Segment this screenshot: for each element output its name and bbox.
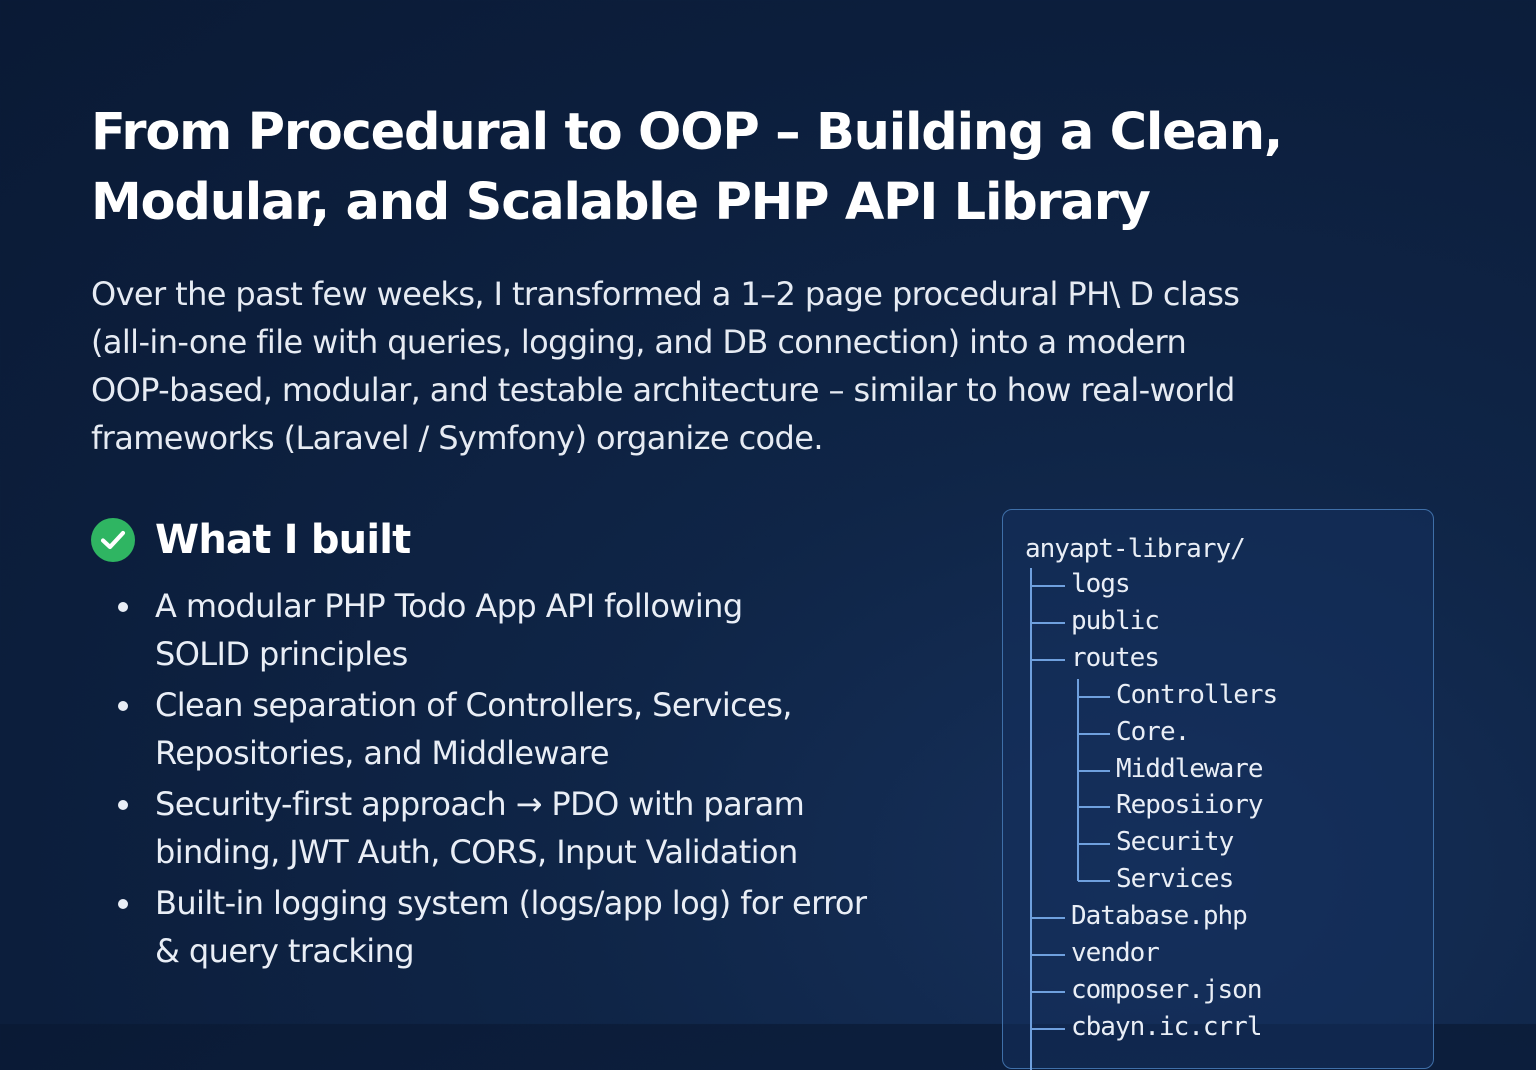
tree-branch-line [1078,732,1110,735]
tree-branch-line [1078,769,1110,772]
list-item-line: A modular PHP Todo App API following [155,587,743,625]
tree-item-logs: logs [1071,569,1131,599]
list-item: Built-in logging system (logs/app log) f… [112,879,932,975]
list-item: Security-first approach → PDO with param… [112,780,932,876]
tree-branch-line [1031,917,1065,920]
intro-line-3: OOP-based, modular, and testable archite… [91,371,1235,409]
tree-branch-line [1078,880,1110,883]
intro-paragraph: Over the past few weeks, I transformed a… [91,270,1351,462]
tree-branch-line [1031,621,1065,624]
intro-line-2: (all-in-one file with queries, logging, … [91,323,1187,361]
tree-item-cbayn-ic-crrl: cbayn.ic.crrl [1071,1011,1262,1042]
list-item-line: & query tracking [155,932,415,970]
tree-subfolder-security: Security [1116,827,1234,858]
intro-line-1: Over the past few weeks, I transformed a… [91,275,1240,313]
list-item-line: binding, JWT Auth, CORS, Input Validatio… [155,833,798,871]
tree-trunk-line [1030,568,1032,1070]
tree-branch-line [1078,806,1110,809]
tree-subfolder-controllers: Controllers [1116,679,1278,710]
tree-branch-line [1031,990,1065,993]
intro-line-4: frameworks (Laravel / Symfony) organize … [91,419,824,457]
title-line-2: Modular, and Scalable PHP API Library [91,173,1151,232]
tree-subfolder-middleware: Middleware [1116,753,1264,784]
bullet-dot [118,602,128,612]
list-item-line: Repositories, and Middleware [155,734,610,772]
tree-branch-line [1031,1027,1065,1030]
section-heading: What I built [91,512,411,568]
section-title: What I built [155,517,411,563]
bullet-dot [118,701,128,711]
title-line-1: From Procedural to OOP – Building a Clea… [91,103,1283,162]
tree-root-label: anyapt-library/ [1025,534,1246,564]
bullet-dot [118,899,128,909]
list-item: Clean separation of Controllers, Service… [112,681,932,777]
list-item-line: Built-in logging system (logs/app log) f… [155,884,867,922]
tree-subfolder-core-: Core. [1116,716,1190,747]
tree-item-public: public [1071,605,1160,636]
tree-subtrunk-line [1077,678,1079,882]
tree-item-vendor: vendor [1071,938,1160,968]
tree-item-routes: routes [1071,642,1160,673]
list-item-line: Clean separation of Controllers, Service… [155,686,792,724]
tree-branch-line [1031,658,1065,661]
list-item: A modular PHP Todo App API following SOL… [112,582,932,678]
tree-subfolder-reposiiory: Reposiiory [1116,790,1264,821]
tree-item-database-php: Database.php [1071,901,1248,932]
bullet-dot [118,800,128,810]
tree-item-composer-json: composer.json [1071,974,1262,1005]
tree-subfolder-services: Services [1116,864,1234,895]
list-item-line: SOLID principles [155,635,408,673]
tree-branch-line [1078,695,1110,698]
slide: From Procedural to OOP – Building a Clea… [91,98,1434,1070]
check-circle-icon [91,518,135,562]
tree-branch-line [1078,843,1110,846]
page-title: From Procedural to OOP – Building a Clea… [91,98,1341,238]
tree-branch-line [1031,585,1065,587]
tree-branch-line [1031,954,1065,956]
list-item-line: Security-first approach → PDO with param [155,785,805,823]
feature-list: A modular PHP Todo App API following SOL… [112,582,932,978]
